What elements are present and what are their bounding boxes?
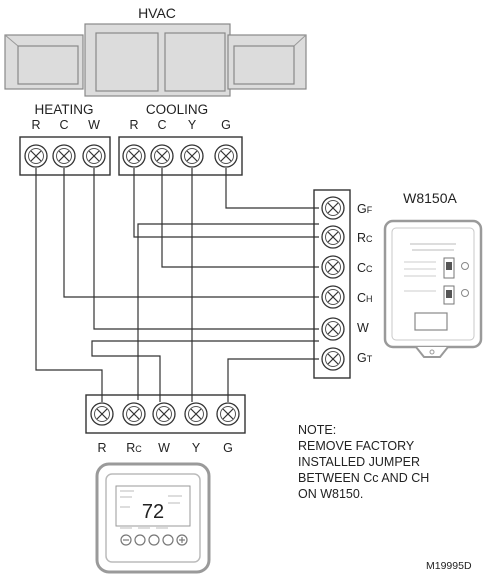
screw-icon: [216, 402, 240, 426]
screw-icon: [321, 225, 345, 249]
w8150a-terminal-block: [313, 189, 351, 379]
screw-icon: [321, 196, 345, 220]
heating-terminal-c-label: C: [59, 118, 68, 132]
thermostat-terminal-w-label: W: [158, 441, 170, 455]
screw-icon: [52, 144, 76, 168]
screw-icon: [90, 402, 114, 426]
thermostat-terminal-r-label: R: [97, 441, 106, 455]
wire-cooling-r-rc: [133, 168, 319, 238]
note-line: NOTE:: [298, 423, 337, 437]
wire-gt-to-thermostat-g: [227, 358, 319, 402]
w8150a-terminal-gt-label: GT: [357, 351, 373, 365]
screw-icon: [321, 347, 345, 371]
thermostat-terminal-y-label: Y: [192, 441, 201, 455]
w8150a-device: [383, 219, 483, 358]
wire-rc-to-thermostat-rc: [137, 223, 319, 400]
cooling-terminal-c-label: C: [157, 118, 166, 132]
hvac-label: HVAC: [138, 5, 176, 21]
terminal-screws: [24, 144, 345, 426]
cooling-terminal-y-label: Y: [188, 118, 197, 132]
cooling-terminal-r-label: R: [129, 118, 138, 132]
screw-icon: [24, 144, 48, 168]
screw-icon: [180, 144, 204, 168]
screw-icon: [321, 317, 345, 341]
wire-w-to-thermostat-w: [91, 340, 319, 402]
thermostat-button-icon: [134, 534, 146, 546]
screw-icon: [321, 285, 345, 309]
note-text: NOTE: REMOVE FACTORY INSTALLED JUMPER BE…: [298, 422, 429, 502]
screw-icon: [184, 402, 208, 426]
thermostat-button-icon: [148, 534, 160, 546]
w8150a-terminal-w-label: W: [357, 321, 369, 335]
wire-cooling-c-cc: [161, 168, 319, 268]
screw-icon: [122, 402, 146, 426]
heating-terminal-w-label: W: [88, 118, 100, 132]
thermostat-terminal-g-label: G: [223, 441, 233, 455]
cooling-label: COOLING: [146, 102, 208, 117]
wires: [35, 168, 319, 402]
screw-icon: [321, 255, 345, 279]
screw-icon: [152, 402, 176, 426]
w8150a-terminal-rc-label: RC: [357, 231, 373, 245]
note-line: REMOVE FACTORY: [298, 439, 415, 453]
w8150a-terminal-cc-label: CC: [357, 261, 373, 275]
w8150a-label: W8150A: [403, 190, 457, 206]
thermostat-terminal-rc-label: RC: [126, 441, 142, 455]
figure-code: M19995D: [426, 560, 472, 572]
screw-icon: [150, 144, 174, 168]
note-line: INSTALLED JUMPER: [298, 455, 421, 469]
heating-label: HEATING: [34, 102, 93, 117]
thermostat: 72: [95, 462, 211, 574]
screw-icon: [82, 144, 106, 168]
w8150a-terminal-ch-label: CH: [357, 291, 373, 305]
screw-icon: [214, 144, 238, 168]
hvac-unit: [4, 23, 307, 97]
note-line: BETWEEN Cc AND CH: [298, 471, 430, 485]
note-line: ON W8150.: [298, 487, 364, 501]
wire-heating-r: [35, 168, 103, 402]
thermostat-display-temp: 72: [142, 501, 164, 523]
cooling-terminal-g-label: G: [221, 118, 231, 132]
screw-icon: [122, 144, 146, 168]
wire-cooling-g-gf: [225, 168, 319, 209]
w8150a-terminal-gf-label: GF: [357, 202, 373, 216]
wire-heating-c: [63, 168, 319, 298]
wire-heating-w: [93, 168, 319, 330]
heating-terminal-r-label: R: [31, 118, 40, 132]
thermostat-button-icon: [162, 534, 174, 546]
